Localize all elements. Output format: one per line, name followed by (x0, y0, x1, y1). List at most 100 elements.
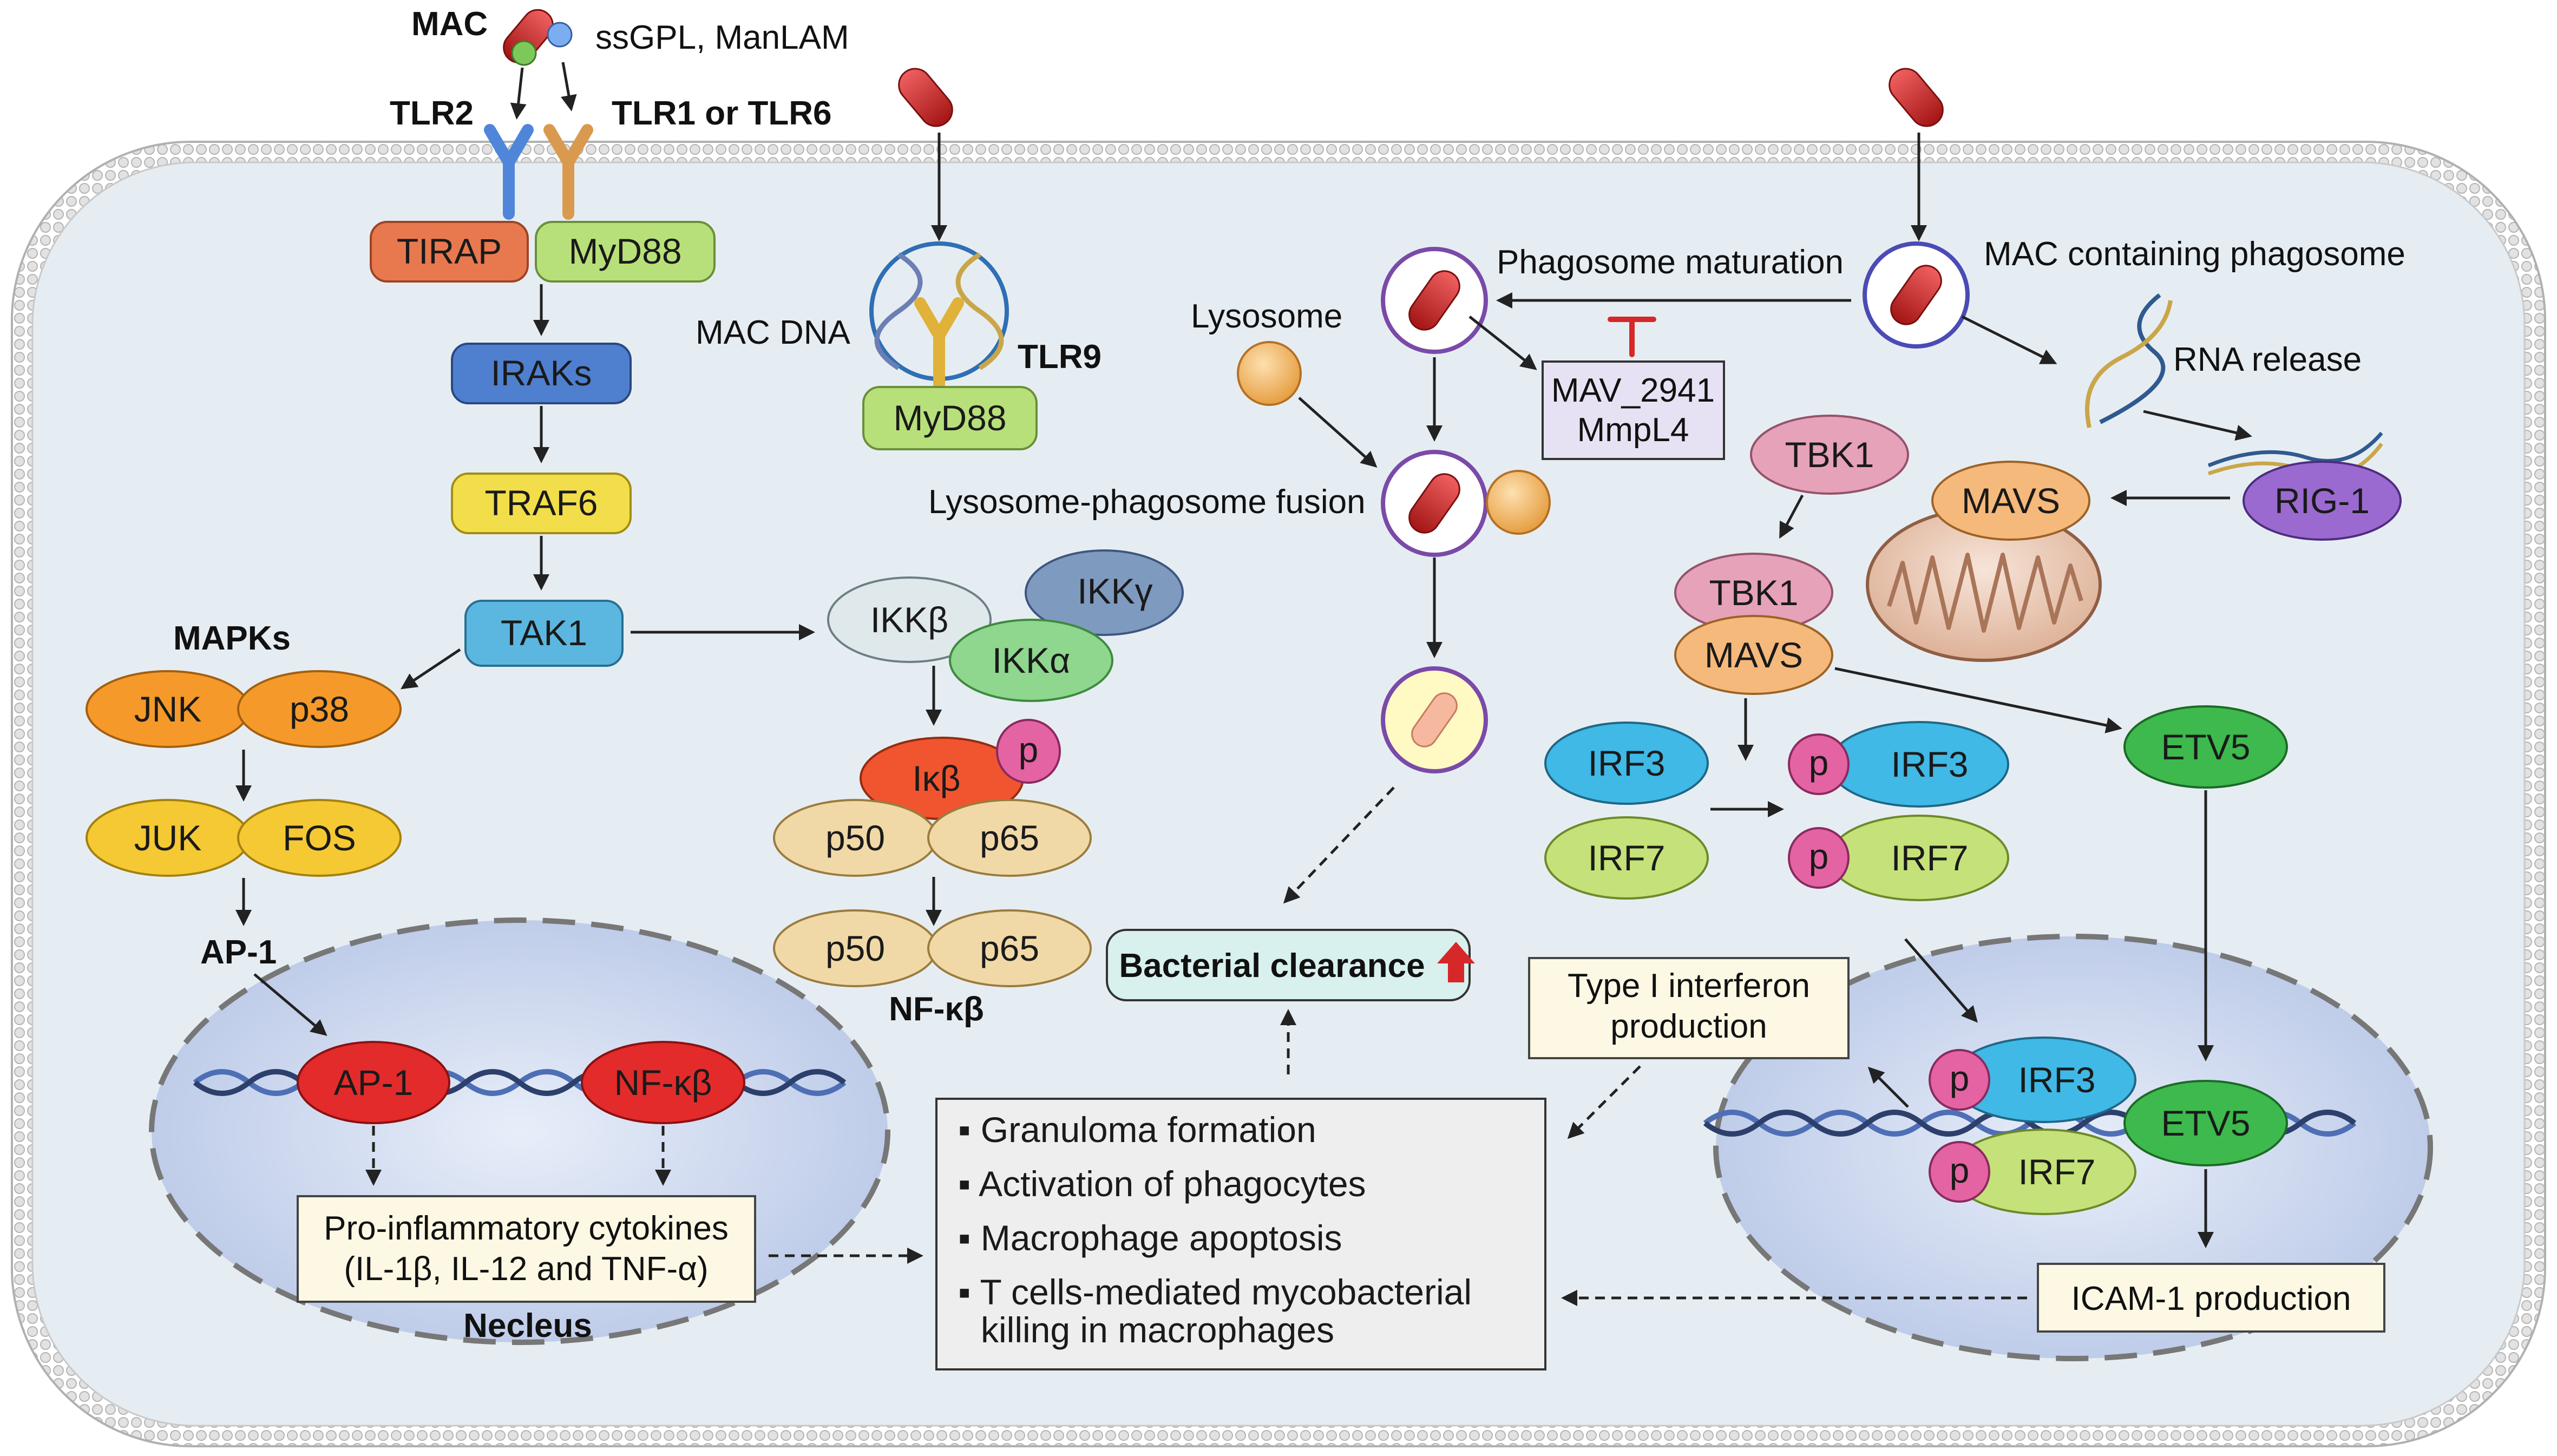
tirap-box (370, 221, 529, 283)
pirf7-label: IRF7 (1891, 838, 1968, 878)
mavs-node (1674, 615, 1833, 695)
mavs-mito-label: MAVS (1962, 481, 2060, 521)
ikka-node (949, 619, 1113, 702)
ikb-phospho-node (996, 719, 1061, 784)
p65-node-b (927, 909, 1092, 987)
mav-line1: MAV_2941 (1551, 372, 1715, 409)
type1-interferon-box (1528, 957, 1850, 1059)
fos-node (237, 799, 402, 877)
mav-box (1542, 360, 1725, 460)
nfkb-label: NF-κβ (889, 991, 984, 1028)
mapks-label: MAPKs (173, 620, 291, 657)
outcome-tcells-line1: ▪ T cells-mediated mycobacterial (958, 1272, 1472, 1312)
tirap-label: TIRAP (397, 231, 502, 271)
iraks-box (451, 343, 632, 404)
increase-arrow-icon (1437, 942, 1475, 982)
mavs-mito-node (1931, 461, 2090, 541)
bacterial-clearance-box (1106, 929, 1471, 1001)
fusion-label: Lysosome-phagosome fusion (928, 483, 1366, 521)
mav-line2: MmpL4 (1577, 411, 1689, 449)
ap1-dna-label: AP-1 (334, 1063, 414, 1103)
irf7-phospho-node (1788, 827, 1850, 889)
rig1-label: RIG-1 (2274, 481, 2370, 521)
type1-interferon-line2: production (1610, 1008, 1767, 1045)
mac-dna-label: MAC DNA (696, 314, 851, 351)
nuclear-irf7-phospho-label: p (1950, 1150, 1970, 1190)
mac-bacterium-degraded-icon (1411, 692, 1458, 747)
etv5-label: ETV5 (2161, 727, 2250, 767)
nuclear-irf3-phospho-label: p (1950, 1058, 1970, 1098)
traf6-label: TRAF6 (484, 483, 598, 523)
nuclear-irf3-phospho-node (1929, 1049, 1990, 1111)
mac-bacterium-top-right-icon (1889, 68, 1944, 127)
rna-helix-icon (2085, 293, 2173, 428)
cytokines-line2: (IL-1β, IL-12 and TNF-α) (344, 1250, 708, 1288)
tlr9-label: TLR9 (1018, 338, 1102, 376)
nfkb-dna-node (581, 1041, 745, 1124)
p50-label-a: p50 (825, 818, 885, 858)
tak1-box (464, 600, 624, 667)
rig1-node (2243, 461, 2402, 541)
p65-label-a: p65 (980, 818, 1039, 858)
mac-label: MAC (411, 5, 488, 43)
tbk1-label-top: TBK1 (1785, 435, 1874, 475)
tlr2-label: TLR2 (390, 95, 474, 132)
irf7-node (1544, 816, 1709, 900)
myd88-label-tlr9: MyD88 (893, 398, 1006, 438)
type1-interferon-line1: Type I interferon (1568, 967, 1810, 1005)
p65-node-a (927, 799, 1092, 877)
fos-label: FOS (283, 818, 356, 858)
bacterial-clearance-label: Bacterial clearance (1119, 947, 1425, 985)
ikka-label: IKKα (992, 640, 1071, 680)
myd88-box-tlr9 (862, 386, 1038, 450)
nuclear-etv5-label: ETV5 (2161, 1103, 2250, 1143)
irf3-node (1544, 722, 1709, 805)
nuclear-etv5-node (2123, 1080, 2288, 1166)
tlr1-or-tlr6-label: TLR1 or TLR6 (612, 95, 831, 132)
ikkg-label: IKKγ (1077, 571, 1152, 611)
nuclear-irf7-label: IRF7 (2018, 1152, 2095, 1192)
traf6-box (451, 473, 632, 534)
outcome-tcells-line2: killing in macrophages (981, 1310, 1334, 1350)
mac-bacterium-top-left-icon (503, 9, 573, 66)
nfkb-dna-label: NF-κβ (614, 1063, 712, 1103)
icam-box (2037, 1263, 2385, 1333)
tbk1-label: TBK1 (1709, 573, 1798, 613)
mac-dna-helix-icon (874, 252, 1004, 370)
mac-bacterium-phagosome-icon (1408, 270, 1460, 331)
lysosome-label: Lysosome (1191, 298, 1342, 335)
ikkg-node (1025, 549, 1184, 636)
cytokines-box (297, 1195, 756, 1303)
mac-bacterium-right-phagosome-icon (1890, 265, 1942, 325)
mac-bacterium-tlr9-icon (898, 68, 953, 127)
cytokines-line1: Pro-inflammatory cytokines (324, 1210, 729, 1247)
outcome-granuloma: ▪ Granuloma formation (958, 1110, 1316, 1150)
inhibition-bar-icon (1608, 317, 1656, 357)
tbk1-node-top (1750, 415, 1909, 495)
outcome-phagocytes: ▪ Activation of phagocytes (958, 1164, 1366, 1204)
icam-label: ICAM-1 production (2071, 1280, 2351, 1317)
juk-label: JUK (134, 818, 202, 858)
mac-containing-phagosome-label: MAC containing phagosome (1984, 235, 2405, 273)
etv5-node (2123, 705, 2288, 789)
outcomes-box (935, 1098, 1546, 1370)
rna-release-label: RNA release (2173, 341, 2362, 378)
irf3-phospho-label: p (1809, 743, 1829, 783)
nuclear-irf7-phospho-node (1929, 1141, 1990, 1203)
p65-label-b: p65 (980, 928, 1039, 968)
mavs-label: MAVS (1704, 635, 1803, 675)
tlr9-receptor-icon (914, 297, 964, 396)
irf7-label: IRF7 (1588, 838, 1665, 878)
tak1-label: TAK1 (501, 613, 587, 653)
ikkb-label: IKKβ (870, 600, 948, 640)
nuclear-irf3-label: IRF3 (2018, 1060, 2095, 1100)
p50-label-b: p50 (825, 928, 885, 968)
phagosome-maturation-label: Phagosome maturation (1497, 244, 1844, 281)
irf3-label: IRF3 (1588, 743, 1665, 783)
p38-label: p38 (290, 689, 349, 729)
outcome-apoptosis: ▪ Macrophage apoptosis (958, 1218, 1342, 1258)
ligands-label: ssGPL, ManLAM (595, 19, 849, 56)
lysosome-fusing (1486, 470, 1551, 535)
ap1-dna-node (297, 1041, 450, 1124)
